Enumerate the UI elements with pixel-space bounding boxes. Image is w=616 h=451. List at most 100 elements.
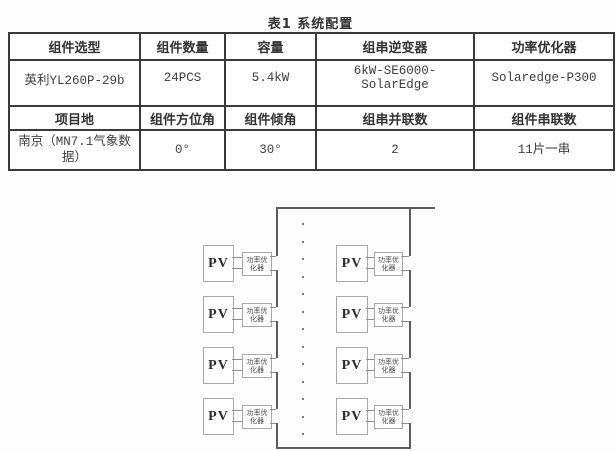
power-optimizer-label: 化器 — [250, 315, 264, 323]
power-optimizer-box: 功率优化器 — [374, 303, 403, 327]
pv-optimizer-wire — [232, 308, 242, 309]
data-cell: 2 — [315, 129, 475, 171]
ellipsis-dot — [302, 223, 304, 225]
power-optimizer-box: 功率优化器 — [242, 252, 272, 276]
string-bus-segment — [276, 270, 278, 307]
header-cell: 组串并联数 — [315, 105, 475, 131]
data-cell: 0° — [139, 129, 226, 171]
pv-module-label: PV — [208, 408, 229, 424]
power-optimizer-label: 化器 — [381, 417, 396, 425]
optimizer-bus-wire — [401, 372, 409, 373]
header-cell: 组件数量 — [139, 32, 226, 61]
ellipsis-dot — [302, 381, 304, 383]
ellipsis-dot — [302, 241, 304, 243]
data-cell: 英利YL260P-29b — [8, 59, 141, 107]
optimizer-bus-wire — [270, 423, 276, 424]
optimizer-bus-wire — [270, 372, 276, 373]
optimizer-bus-wire — [401, 307, 409, 308]
optimizer-bus-wire — [401, 321, 409, 322]
ellipsis-dot — [302, 311, 304, 313]
power-optimizer-box: 功率优化器 — [374, 354, 403, 378]
optimizer-bus-wire — [270, 270, 276, 271]
power-optimizer-box: 功率优化器 — [242, 354, 272, 378]
optimizer-bus-wire — [401, 256, 409, 257]
optimizer-bus-wire — [270, 321, 276, 322]
table-header-row-2: 项目地 组件方位角 组件倾角 组串并联数 组件串联数 — [8, 105, 615, 131]
string-bus-segment — [276, 207, 278, 256]
power-optimizer-label: 化器 — [250, 366, 264, 374]
power-optimizer-box: 功率优化器 — [374, 252, 403, 276]
table-data-row-2: 南京（MN7.1气象数据） 0° 30° 2 11片一串 — [8, 129, 615, 171]
table-title: 表1 系统配置 — [267, 17, 354, 32]
top-bus-line — [276, 207, 435, 209]
pv-module-label: PV — [341, 357, 363, 373]
optimizer-bus-wire — [270, 307, 276, 308]
power-optimizer-label: 功率优 — [246, 307, 268, 315]
string-bus-segment — [409, 321, 411, 358]
string-bus-segment — [409, 423, 411, 447]
data-cell: Solaredge-P300 — [473, 59, 615, 107]
pv-optimizer-wire — [366, 257, 374, 258]
pv-optimizer-wire — [232, 410, 242, 411]
power-optimizer-label: 功率优 — [378, 409, 399, 417]
header-cell: 组件串联数 — [473, 105, 615, 131]
power-optimizer-label: 功率优 — [246, 256, 268, 264]
string-bus-segment — [276, 423, 278, 447]
data-cell: 南京（MN7.1气象数据） — [8, 129, 141, 171]
power-optimizer-label: 功率优 — [246, 358, 268, 366]
pv-optimizer-wire — [366, 308, 374, 309]
pv-module-box: PV — [336, 347, 368, 384]
pv-module-label: PV — [208, 357, 229, 373]
table-data-row-1: 英利YL260P-29b 24PCS 5.4kW 6kW-SE6000-Sola… — [8, 59, 615, 107]
power-optimizer-label: 化器 — [381, 264, 396, 272]
data-cell: 5.4kW — [224, 59, 317, 107]
data-cell: 11片一串 — [473, 129, 615, 171]
string-bus-segment — [276, 321, 278, 358]
pv-optimizer-wire — [366, 370, 374, 371]
power-optimizer-label: 化器 — [381, 315, 396, 323]
header-cell: 组件倾角 — [224, 105, 317, 131]
optimizer-bus-wire — [401, 423, 409, 424]
header-cell: 组串逆变器 — [315, 32, 475, 61]
system-config-table: 组件选型 组件数量 容量 组串逆变器 功率优化器 英利YL260P-29b 24… — [8, 32, 615, 171]
ellipsis-dot — [302, 328, 304, 330]
data-cell: 24PCS — [139, 59, 226, 107]
string-bus-segment — [409, 270, 411, 307]
pv-module-box: PV — [336, 398, 368, 435]
pv-module-label: PV — [341, 255, 363, 271]
pv-module-box: PV — [203, 347, 234, 384]
pv-optimizer-wire — [232, 257, 242, 258]
power-optimizer-label: 功率优 — [378, 307, 399, 315]
power-optimizer-label: 功率优 — [378, 358, 399, 366]
power-optimizer-box: 功率优化器 — [374, 405, 403, 429]
optimizer-bus-wire — [401, 358, 409, 359]
power-optimizer-label: 化器 — [250, 417, 264, 425]
table-header-row-1: 组件选型 组件数量 容量 组串逆变器 功率优化器 — [8, 32, 615, 61]
ellipsis-dot — [302, 398, 304, 400]
ellipsis-dot — [302, 258, 304, 260]
header-cell: 功率优化器 — [473, 32, 615, 61]
data-cell: 30° — [224, 129, 317, 171]
ellipsis-dot — [302, 276, 304, 278]
pv-module-label: PV — [208, 255, 229, 271]
pv-optimizer-wire — [366, 268, 374, 269]
optimizer-bus-wire — [270, 409, 276, 410]
pv-optimizer-wire — [232, 421, 242, 422]
header-cell: 组件方位角 — [139, 105, 226, 131]
pv-module-box: PV — [336, 245, 368, 282]
pv-module-label: PV — [341, 306, 363, 322]
power-optimizer-label: 化器 — [381, 366, 396, 374]
pv-optimizer-wire — [366, 421, 374, 422]
pv-optimizer-wire — [232, 319, 242, 320]
power-optimizer-label: 功率优 — [378, 256, 399, 264]
power-optimizer-label: 功率优 — [246, 409, 268, 417]
ellipsis-dot — [302, 346, 304, 348]
optimizer-bus-wire — [270, 256, 276, 257]
header-cell: 容量 — [224, 32, 317, 61]
header-cell: 项目地 — [8, 105, 141, 131]
string-bus-segment — [276, 372, 278, 409]
pv-module-label: PV — [208, 306, 229, 322]
power-optimizer-label: 化器 — [250, 264, 264, 272]
pv-optimizer-wire — [232, 268, 242, 269]
